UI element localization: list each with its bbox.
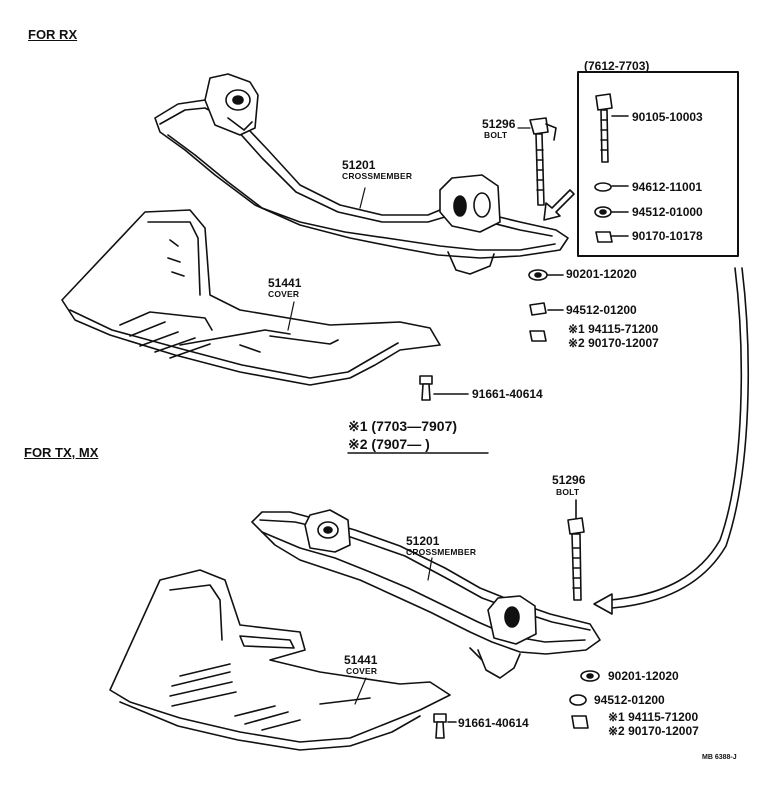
txmx-cover-drawing: [109, 569, 451, 751]
legend-line-1: ※1 (7703—7907): [348, 418, 458, 434]
rx-washer: 94512-01200: [566, 303, 637, 317]
rx-bolt-number: 51296: [482, 117, 516, 131]
rx-nut: 90201-12020: [566, 267, 637, 281]
txmx-leader-lines: [354, 557, 433, 705]
rx-bolt-name: BOLT: [484, 130, 508, 140]
rx-crossmember-name: CROSSMEMBER: [342, 171, 413, 181]
txmx-bolt-drawing: [567, 499, 585, 601]
txmx-alt-2: ※2 90170-12007: [608, 724, 699, 738]
diagram-code: MB 6388-J: [702, 754, 737, 761]
inset-range: (7612-7703): [584, 59, 650, 73]
txmx-bolt-name: BOLT: [556, 487, 580, 497]
txmx-cover-bolt: 91661-40614: [458, 716, 529, 730]
rx-hardware-drawing: [419, 269, 564, 401]
txmx-hardware-drawing: [433, 670, 600, 739]
rx-cover-number: 51441: [268, 276, 302, 290]
rx-cover-bolt: 91661-40614: [472, 387, 543, 401]
rx-cover-drawing: [61, 209, 441, 386]
txmx-crossmember-name: CROSSMEMBER: [406, 547, 477, 557]
rx-cover-name: COVER: [268, 289, 300, 299]
inset-box-drawing: [577, 71, 739, 257]
inset-part-2: 94612-11001: [632, 180, 703, 194]
inset-part-1: 90105-10003: [632, 110, 703, 124]
txmx-crossmember-number: 51201: [406, 534, 440, 548]
rx-alt-1: ※1 94115-71200: [568, 322, 659, 336]
txmx-bolt-number: 51296: [552, 473, 586, 487]
rx-bolt-drawing: [529, 117, 557, 206]
rx-leader-lines: [287, 127, 531, 331]
section-title-txmx: FOR TX, MX: [24, 445, 99, 460]
rx-alt-2: ※2 90170-12007: [568, 336, 659, 350]
rx-crossmember-number: 51201: [342, 158, 376, 172]
legend-line-2: ※2 (7907— ): [348, 436, 430, 452]
txmx-cover-name: COVER: [346, 666, 378, 676]
txmx-nut: 90201-12020: [608, 669, 679, 683]
section-title-rx: FOR RX: [28, 27, 78, 42]
txmx-washer: 94512-01200: [594, 693, 665, 707]
long-curved-arrow: [593, 267, 749, 615]
txmx-crossmember-drawing: [251, 509, 601, 679]
txmx-alt-1: ※1 94115-71200: [608, 710, 699, 724]
inset-part-4: 90170-10178: [632, 229, 703, 243]
rx-crossmember-drawing: [154, 73, 569, 275]
rx-pointer-arrow: [543, 189, 575, 221]
inset-part-3: 94512-01000: [632, 205, 703, 219]
txmx-cover-number: 51441: [344, 653, 378, 667]
